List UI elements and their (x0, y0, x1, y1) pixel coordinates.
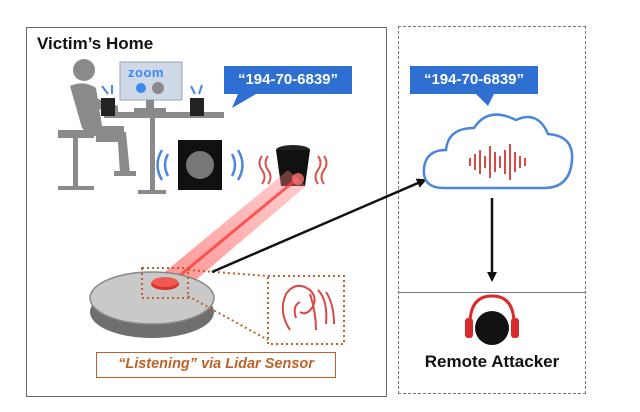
audio-waveform-icon (469, 144, 526, 180)
callout-right-text: “194-70-6839” (423, 71, 525, 88)
zoom-line-top (187, 269, 269, 277)
victim-home-title: Victim’s Home (37, 34, 154, 53)
lidar-caption: “Listening” via Lidar Sensor (96, 352, 336, 378)
zoom-line-bottom (187, 295, 269, 341)
person-at-desk-icon (58, 59, 224, 194)
remote-panel (398, 26, 586, 394)
monitor-icon (119, 61, 183, 112)
callout-left-shape (224, 66, 352, 108)
cloud-icon (422, 113, 574, 190)
transmit-arrow (211, 178, 427, 274)
callout-left-text: “194-70-6839” (237, 71, 339, 88)
lidar-highlight-box (141, 267, 189, 299)
remote-attacker-label: Remote Attacker (424, 352, 560, 371)
robot-vacuum-icon (89, 271, 215, 338)
callout-right-shape (410, 66, 538, 106)
remote-panel-divider (398, 292, 586, 293)
ear-icon (281, 284, 335, 331)
speaker-icon (101, 84, 204, 116)
zoom-logo-text: zoom (128, 65, 164, 80)
attacker-headphones-icon (465, 294, 519, 345)
laser-beam-core (171, 176, 299, 284)
laser-spot (292, 173, 304, 185)
subwoofer-icon (156, 140, 244, 190)
